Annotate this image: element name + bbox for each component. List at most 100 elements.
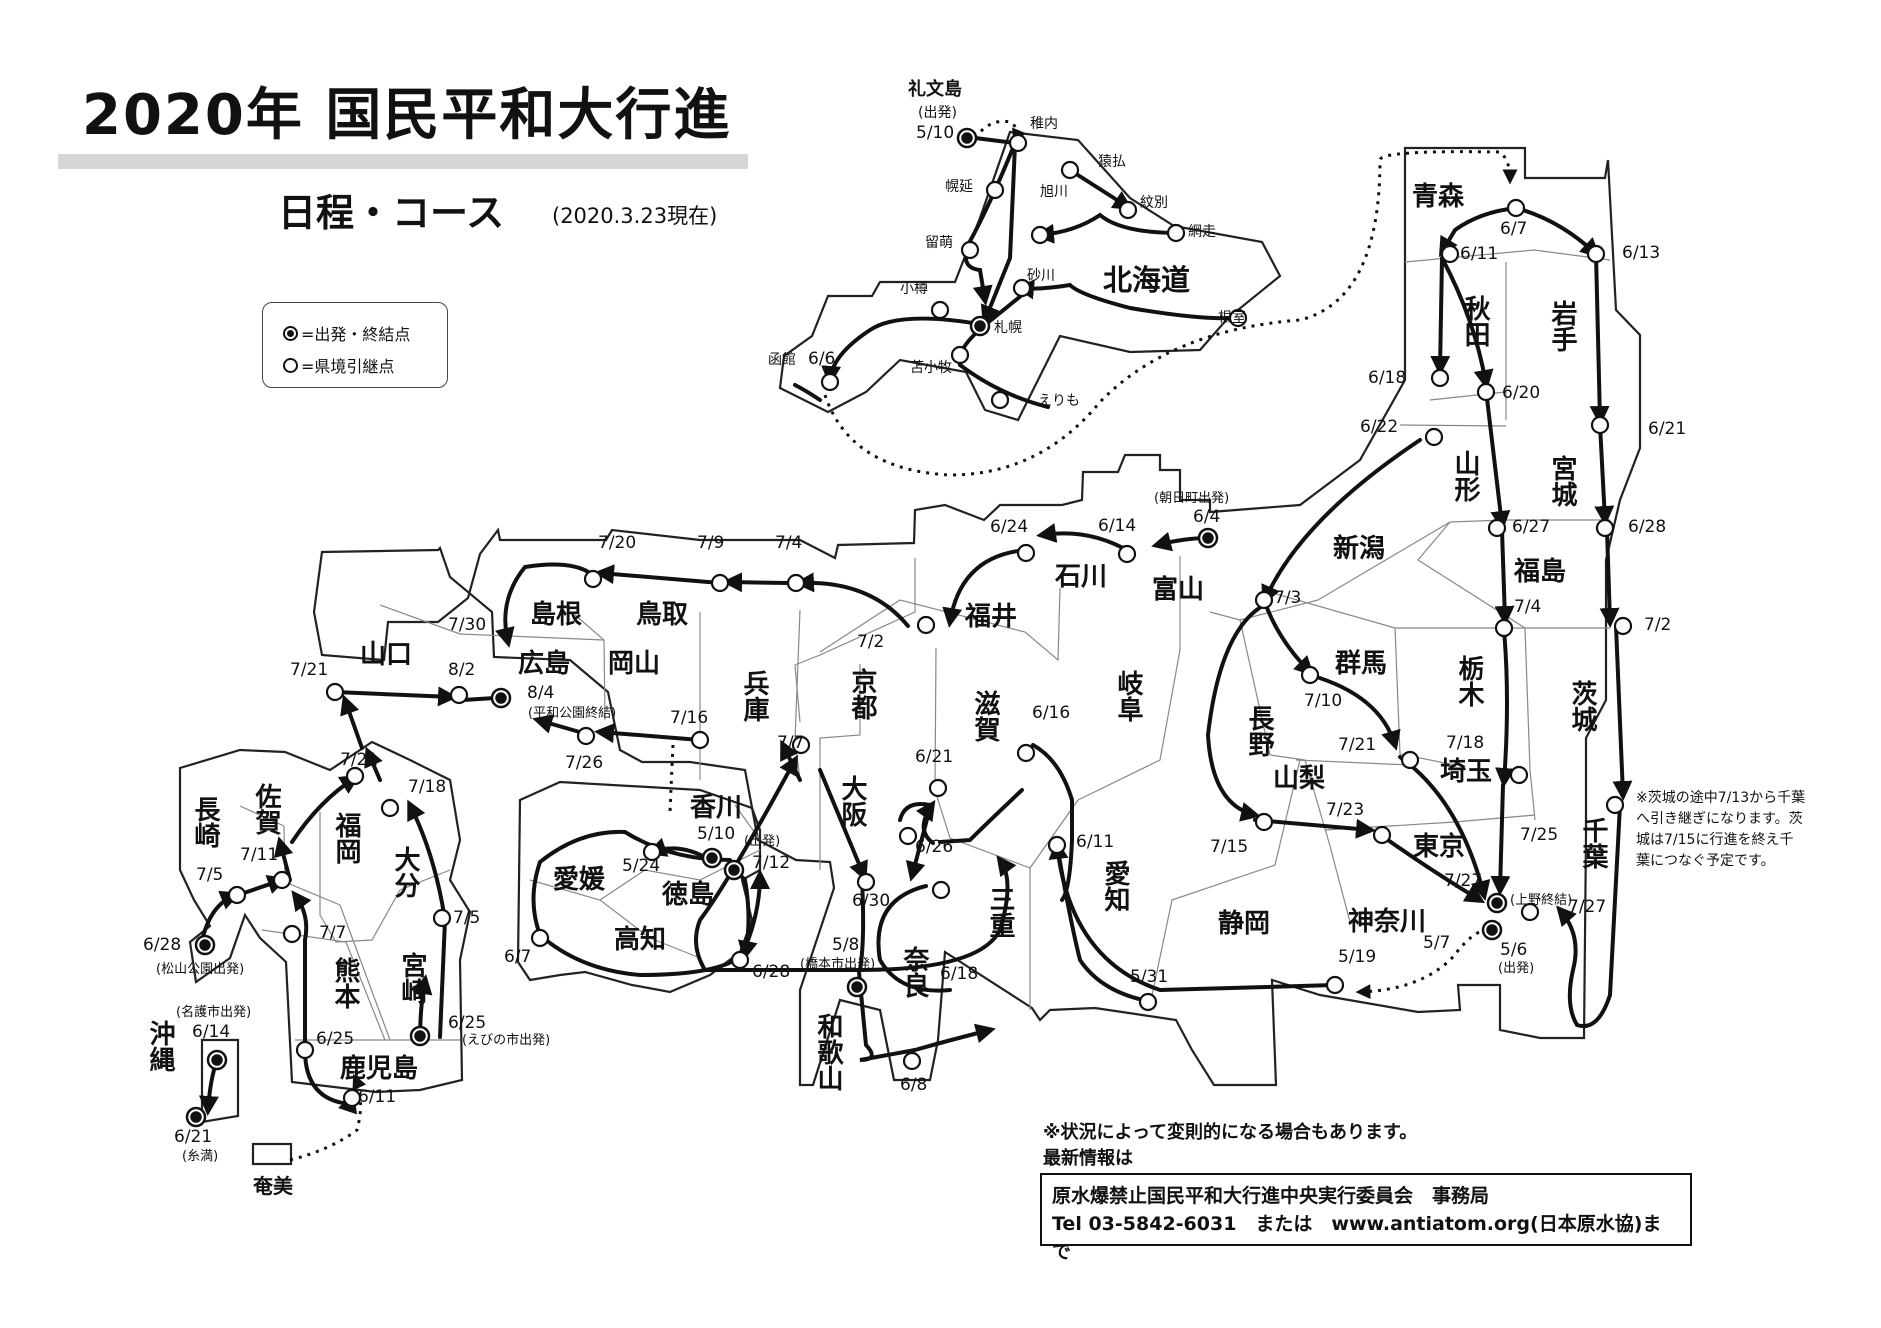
relay-point [1595, 518, 1615, 538]
page-subtitle: 日程・コース [278, 191, 505, 235]
place-rebun-start-note: (出発) [918, 105, 957, 121]
date-labels: 5/10 6/6 6/7 6/13 6/11 6/18 6/20 6/21 6/… [143, 123, 1686, 1147]
relay-points [227, 133, 1633, 1108]
date-label: 5/10 [697, 824, 735, 844]
relay-point [916, 615, 936, 635]
note-ueno-end: (上野終結) [1510, 892, 1572, 908]
relay-point [898, 826, 918, 846]
place-erimo: えりも [1038, 393, 1080, 409]
start-end-points [185, 127, 1508, 1128]
pref-label-nagano: 長野 [1244, 705, 1274, 757]
pref-label-toyama: 富山 [1152, 574, 1204, 605]
pref-label-hiroshima: 広島 [518, 648, 570, 679]
pref-label-tochigi: 栃木 [1454, 655, 1485, 707]
route-notes: (朝日町出発) (平和公園終結) (出発) (橋本市出発) (上野終結) (出発… [156, 491, 1572, 1164]
pref-label-iwate: 岩手 [1547, 300, 1578, 352]
as-of-date: (2020.3.23現在) [552, 204, 718, 228]
date-label: 6/28 [143, 935, 181, 955]
pref-label-chiba: 千葉 [1578, 817, 1609, 869]
pref-label-tokushima: 徳島 [661, 879, 714, 910]
date-label: 6/18 [1368, 368, 1406, 388]
date-label: 7/9 [697, 533, 724, 553]
pref-label-niigata: 新潟 [1333, 533, 1385, 564]
coastline-outlines [178, 130, 1642, 1166]
relay-point [1228, 308, 1248, 328]
pref-label-fukushima: 福島 [1513, 557, 1566, 587]
date-label: 6/28 [752, 962, 790, 982]
place-rebun: 礼文島 [908, 78, 962, 100]
relay-point [325, 682, 345, 702]
end-point-hiroshima [490, 687, 512, 709]
title-underline [58, 154, 748, 169]
relay-point [583, 569, 603, 589]
note-kagawa-start: (出発) [744, 834, 780, 849]
pref-label-aomori: 青森 [1412, 182, 1465, 212]
start-end-point-icon [283, 325, 298, 341]
relay-point [342, 1088, 362, 1108]
date-label: 6/21 [915, 747, 953, 767]
relay-point [730, 950, 750, 970]
contact-box: 原水爆禁止国民平和大行進中央実行委員会 事務局 Tel 03-5842-6031… [1040, 1173, 1692, 1263]
pref-label-hyogo: 兵庫 [739, 670, 769, 723]
end-point-sapporo [969, 315, 991, 337]
date-label: 6/26 [915, 837, 953, 857]
place-otaru: 小樽 [900, 280, 928, 297]
pref-label-okinawa: 沖縄 [145, 1020, 175, 1072]
note-itoman-end: (糸満) [182, 1149, 218, 1164]
end-point-itoman [185, 1106, 207, 1128]
pref-label-akita: 秋田 [1460, 295, 1490, 347]
date-label: 7/16 [670, 708, 708, 728]
pref-label-yamanashi: 山梨 [1273, 764, 1325, 794]
ibaraki-chiba-note: ※茨城の途中7/13から千葉へ引き継ぎになります。茨城は7/15に行進を終え千葉… [1636, 790, 1806, 869]
relay-point [1590, 415, 1610, 435]
start-point-hashimoto [846, 976, 868, 998]
relay-point [1016, 743, 1036, 763]
date-label: 6/4 [1193, 507, 1220, 527]
pref-label-aichi: 愛知 [1100, 860, 1130, 913]
pref-label-yamagata: 山形 [1450, 450, 1480, 503]
date-label: 7/11 [240, 845, 278, 865]
relay-point [930, 300, 950, 320]
date-label: 7/23 [1326, 800, 1364, 820]
relay-point [1506, 198, 1526, 218]
place-wakkanai: 稚内 [1030, 116, 1058, 132]
relay-point [990, 390, 1010, 410]
date-label: 6/8 [900, 1075, 927, 1095]
date-label: 6/22 [1360, 417, 1398, 437]
latest-info-label: 最新情報は [1043, 1148, 1133, 1169]
pref-label-ehime: 愛媛 [553, 865, 606, 895]
relay-point [1008, 133, 1028, 153]
pref-label-wakayama: 和歌山 [813, 1013, 843, 1091]
date-label: 7/7 [777, 733, 804, 753]
note-matsuyama-start: (松山公園出発) [156, 962, 244, 977]
date-label: 6/25 [316, 1029, 354, 1049]
pref-label-nagasaki: 長崎 [190, 796, 220, 849]
date-label: 6/14 [1098, 516, 1136, 536]
note-nago-start: (名護市出発) [176, 1004, 251, 1020]
relay-point [1166, 223, 1186, 243]
amami-outline [251, 1142, 293, 1166]
place-sarufutsu: 猿払 [1098, 154, 1126, 170]
relay-point [1509, 765, 1529, 785]
relay-point [1030, 225, 1050, 245]
relay-point [432, 908, 452, 928]
date-label: 7/5 [196, 865, 223, 885]
date-label: 7/21 [290, 660, 328, 680]
pref-label-tottori: 鳥取 [636, 600, 688, 630]
pref-label-gifu: 岐阜 [1113, 670, 1143, 722]
start-point-kagawa-2 [723, 859, 745, 881]
date-label: 6/20 [1502, 383, 1540, 403]
note-tokyo-start: (出発) [1498, 961, 1534, 976]
relay-point [928, 778, 948, 798]
relay-point [642, 842, 662, 862]
relay-point [345, 766, 365, 786]
date-label: 7/10 [1304, 691, 1342, 711]
relay-point [1016, 543, 1036, 563]
march-routes [198, 136, 1633, 1116]
place-horonobe: 幌延 [945, 179, 973, 195]
relay-point [227, 885, 247, 905]
relay-point [690, 730, 710, 750]
relay-point [1613, 616, 1633, 636]
date-label: 6/21 [1648, 419, 1686, 439]
relay-point [1372, 825, 1392, 845]
